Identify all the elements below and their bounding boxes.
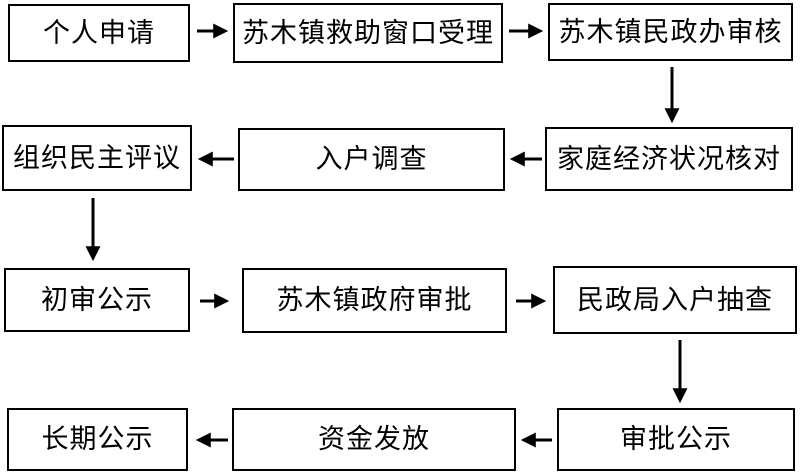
- node-personal-application: 个人申请: [8, 4, 190, 62]
- node-label: 长期公示: [41, 424, 154, 454]
- node-government-approval: 苏木镇政府审批: [242, 268, 507, 333]
- node-label: 苏木镇民政办审核: [558, 16, 783, 47]
- node-democratic-appraisal: 组织民主评议: [2, 125, 192, 191]
- node-label: 家庭经济状况核对: [557, 143, 781, 174]
- node-long-term-publicity: 长期公示: [7, 408, 188, 471]
- node-label: 苏木镇政府审批: [276, 285, 473, 315]
- node-household-spot-check: 民政局入户抽查: [553, 266, 797, 334]
- node-label: 苏木镇救助窗口受理: [242, 17, 494, 48]
- node-civil-affairs-review: 苏木镇民政办审核: [548, 3, 793, 61]
- node-label: 个人申请: [43, 17, 155, 48]
- node-household-survey: 入户调查: [238, 128, 505, 191]
- node-label: 入户调查: [315, 144, 428, 174]
- node-label: 组织民主评议: [13, 142, 181, 173]
- node-window-acceptance: 苏木镇救助窗口受理: [233, 3, 503, 63]
- node-initial-publicity: 初审公示: [4, 268, 190, 332]
- node-label: 审批公示: [620, 424, 732, 454]
- node-approval-publicity: 审批公示: [557, 408, 795, 471]
- node-label: 资金发放: [318, 424, 430, 454]
- node-label: 初审公示: [41, 284, 153, 315]
- node-fund-disbursement: 资金发放: [232, 408, 516, 471]
- node-family-economic-check: 家庭经济状况核对: [545, 127, 793, 191]
- node-label: 民政局入户抽查: [577, 284, 773, 315]
